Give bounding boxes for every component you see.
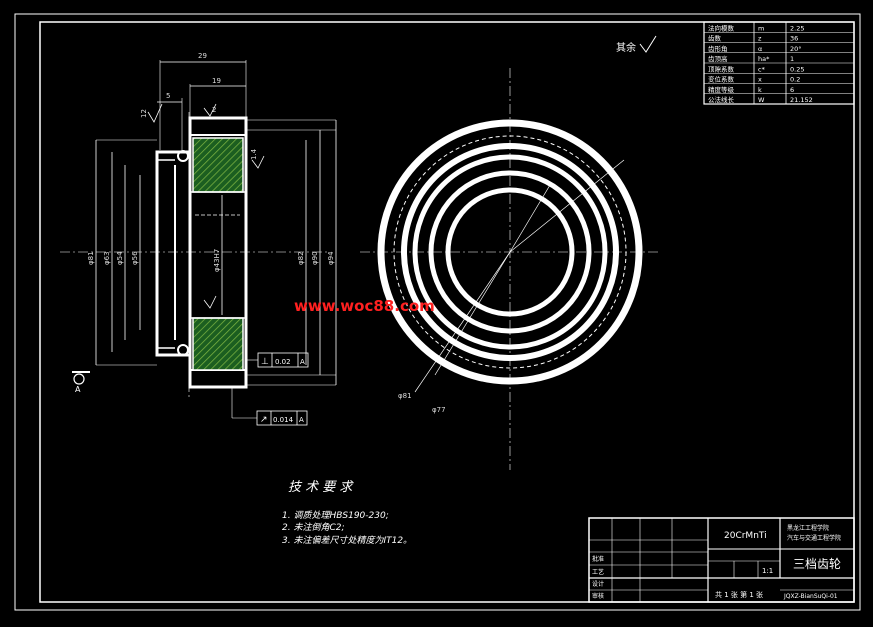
hub-outline (155, 150, 192, 357)
section-dimensions: 29 19 5 12 2 1.4 φ81 φ63 φ54 φ56 φ43H7 φ… (87, 52, 335, 272)
dim-12: 12 (140, 109, 148, 118)
param-cell-4-1: c* (758, 65, 766, 73)
tech-req-item-1: 1. 调质处理HBS190-230; (282, 510, 389, 521)
dim-circle-phi77: φ77 (432, 406, 446, 414)
outer-ring (377, 119, 643, 385)
tb-code: JQXZ-BianSuQi-01 (783, 593, 838, 600)
dim-2: 2 (212, 106, 216, 114)
param-cell-4-0: 顶隙系数 (708, 64, 735, 73)
param-cell-7-1: W (758, 96, 765, 104)
dim-phi56: φ56 (131, 251, 139, 265)
tb-row-review: 审核 (592, 592, 604, 600)
tb-scale: 1:1 (762, 567, 773, 575)
watermark-text: www.woc88.com (294, 297, 435, 315)
param-cell-0-0: 法向模数 (708, 23, 735, 32)
roughness-icon (639, 35, 657, 53)
dim-phi43: φ43H7 (213, 249, 221, 272)
param-cell-0-1: m (758, 24, 764, 32)
param-cell-2-1: α (758, 45, 762, 53)
tb-material: 20CrMnTi (724, 531, 767, 541)
technical-requirements: 技 术 要 求 1. 调质处理HBS190-230; 2. 未注倒角C2; 3.… (282, 480, 412, 546)
dim-19: 19 (212, 77, 221, 85)
title-block: 20CrMnTi 黑龙江工程学院 汽车与交通工程学院 三档齿轮 1:1 共 1 … (588, 517, 855, 603)
dim-circle-phi81: φ81 (398, 392, 412, 400)
tol-datum-runout: A (299, 416, 304, 424)
param-cell-0-2: 2.25 (790, 24, 804, 32)
tech-req-title: 技 术 要 求 (288, 480, 354, 495)
inner-border (39, 21, 855, 603)
dim-phi54: φ54 (116, 251, 124, 265)
tol-symbol-runout: ↗ (260, 415, 268, 425)
hub-ring (428, 170, 592, 334)
param-cell-6-1: k (758, 86, 762, 94)
rim-ring (401, 143, 619, 361)
tb-drawing-name: 三档齿轮 (793, 557, 841, 571)
param-cell-6-2: 6 (790, 86, 794, 94)
param-cell-1-0: 齿数 (708, 34, 722, 43)
param-cell-7-2: 21.152 (790, 96, 813, 104)
roughness-note: 其余 (616, 35, 657, 54)
param-cell-3-0: 齿顶高 (708, 54, 728, 63)
param-cell-4-2: 0.25 (790, 65, 804, 73)
lower-hatch-section (192, 317, 244, 371)
outer-border (14, 13, 861, 611)
gear-params-table: 法向模数 m 2.25 齿数 z 36 齿形角 α 20° 齿顶高 ha* 1 顶隙系数 c* 0.25 变位… (703, 21, 855, 105)
dim-29: 29 (198, 52, 207, 60)
tol-value-runout: 0.014 (273, 416, 294, 424)
dim-phi63: φ63 (103, 251, 111, 265)
tol-datum-perp: A (300, 358, 305, 366)
param-cell-6-0: 精度等级 (708, 85, 735, 94)
roughness-label: 其余 (616, 41, 636, 54)
bore-ring (445, 187, 575, 317)
param-cell-7-0: 公法线长 (708, 95, 735, 104)
tol-value-perp: 0.02 (275, 358, 291, 366)
dim-5: 5 (166, 92, 170, 100)
tech-req-item-3: 3. 未注偏差尺寸处精度为IT12。 (282, 535, 412, 546)
tol-symbol-perp: ⊥ (261, 357, 269, 367)
param-cell-3-1: ha* (758, 55, 770, 63)
upper-hatch-section (192, 137, 244, 193)
tb-row-approve: 批准 (592, 555, 604, 563)
param-cell-5-2: 0.2 (790, 76, 800, 84)
param-cell-1-1: z (758, 35, 762, 43)
dim-1-4: 1.4 (250, 148, 258, 160)
mid-ring (412, 154, 608, 350)
datum-label: A (75, 385, 81, 394)
tb-row-design: 设计 (592, 580, 604, 588)
tolerance-frame-runout: ↗ 0.014 A (256, 410, 308, 426)
param-cell-3-2: 1 (790, 55, 794, 63)
tb-school-line1: 黑龙江工程学院 (787, 524, 829, 532)
front-view (360, 68, 660, 470)
param-cell-1-2: 36 (790, 35, 798, 43)
tolerance-frame-perp: ⊥ 0.02 A (257, 352, 309, 368)
param-cell-5-0: 变位系数 (708, 75, 735, 84)
tech-req-item-2: 2. 未注倒角C2; (282, 522, 345, 533)
tb-school-line2: 汽车与交通工程学院 (787, 534, 841, 542)
tb-row-process: 工艺 (592, 568, 604, 576)
param-cell-5-1: x (758, 76, 762, 84)
tb-sheet: 共 1 张 第 1 张 (715, 590, 763, 599)
dim-phi82: φ82 (297, 251, 305, 265)
param-cell-2-2: 20° (790, 45, 802, 53)
dim-phi90: φ90 (311, 251, 319, 265)
section-view (60, 60, 337, 419)
dim-phi81: φ81 (87, 251, 95, 265)
param-cell-2-0: 齿形角 (708, 44, 728, 53)
dim-phi94: φ94 (327, 251, 335, 265)
